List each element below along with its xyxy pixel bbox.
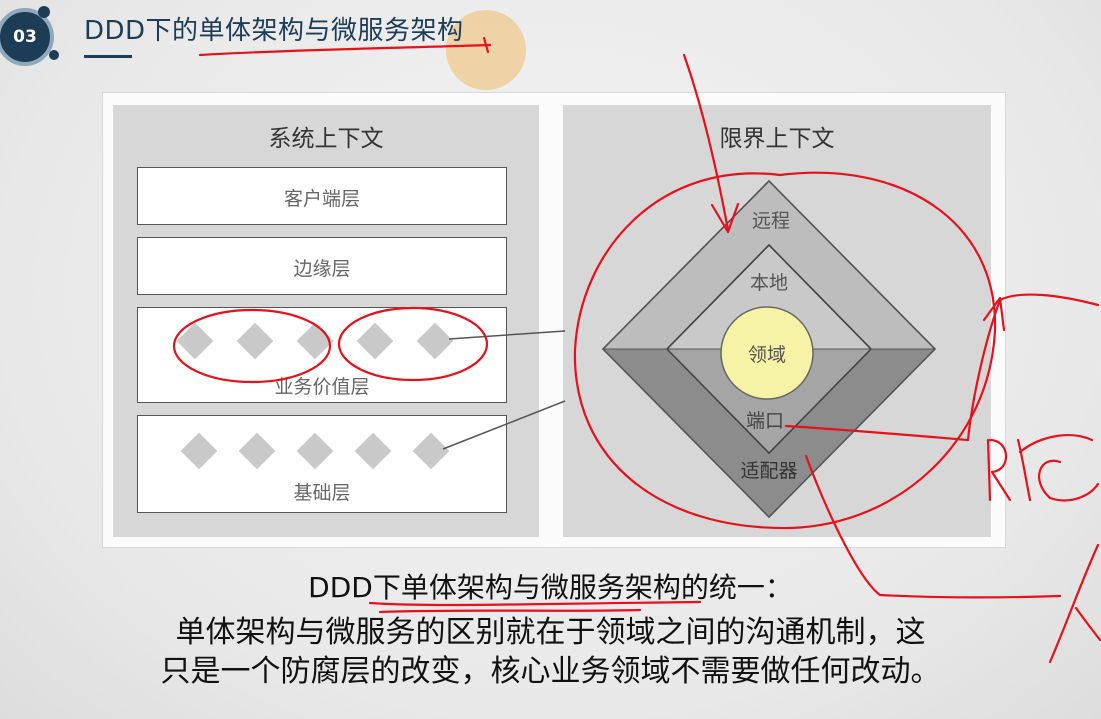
client-layer-label: 客户端层 (283, 188, 360, 210)
edge-layer: 边缘层 (137, 237, 507, 295)
foundation-layer-label: 基础层 (293, 482, 351, 504)
badge-dot (38, 6, 50, 18)
caption-heading: DDD下单体架构与微服务架构的统一： (308, 571, 793, 604)
slide-number: 03 (13, 27, 37, 47)
caption-line: 只是一个防腐层的改变，核心业务领域不需要做任何改动。 (160, 654, 941, 689)
bounded-context-title: 限界上下文 (719, 126, 835, 152)
client-layer: 客户端层 (137, 167, 507, 225)
architecture-figure: 系统上下文 客户端层 边缘层 业务价值层 基础层 (102, 92, 1006, 548)
slide-title: DDD下的单体架构与微服务架构 (84, 16, 464, 46)
title-underline (84, 55, 132, 58)
badge-dot (49, 50, 59, 60)
caption-line: 单体架构与微服务的区别就在于领域之间的沟通机制，这 (175, 615, 926, 650)
system-context-title: 系统上下文 (268, 126, 384, 152)
foundation-layer: 基础层 (137, 415, 507, 513)
edge-layer-label: 边缘层 (293, 258, 351, 280)
connector-lines (442, 330, 566, 450)
